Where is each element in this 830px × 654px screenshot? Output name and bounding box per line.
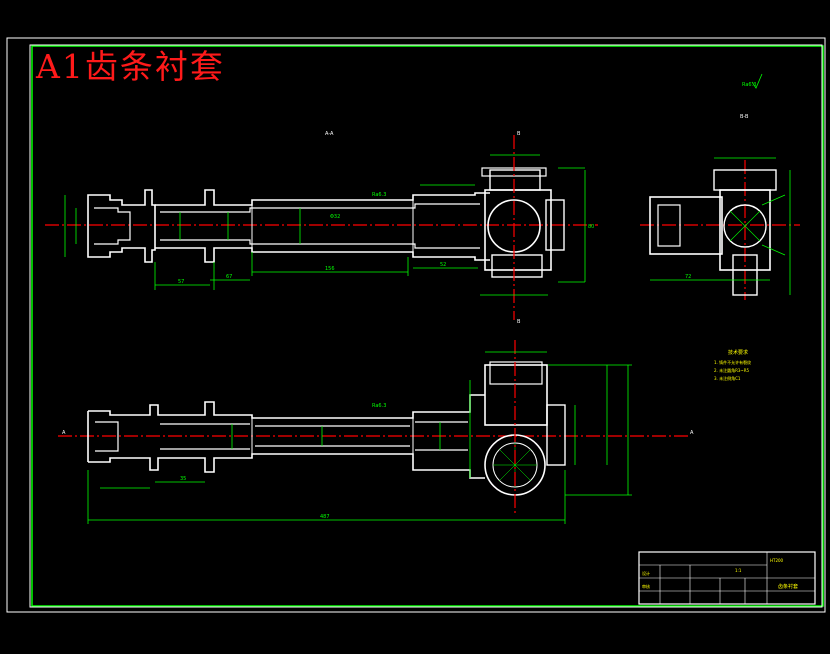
tech-note-1: 1. 铸件不允许有裂纹 (714, 359, 751, 365)
front-view: A A (58, 340, 694, 524)
front-tee-upper (484, 364, 548, 426)
dim-width-top: 80 (588, 224, 594, 230)
general-roughness: Ra6.3 (742, 73, 763, 89)
title-block-designer: 设计 (642, 570, 650, 576)
view-label-aa: A-A (325, 131, 334, 137)
technical-notes: 技术要求 1. 铸件不允许有裂纹 2. 未注圆角R3~R5 3. 未注倒角C1 (714, 349, 751, 381)
tech-note-3: 3. 未注倒角C1 (714, 375, 741, 381)
inner-frame-white (29, 44, 823, 608)
tech-notes-heading: 技术要求 (728, 349, 748, 356)
dim-d4: 52 (440, 262, 446, 268)
section-view-bb: B-B 72 (640, 114, 800, 300)
cut-label-b-bottom: B (517, 319, 521, 325)
tube-body-aa (155, 189, 490, 263)
dim-d5: 35 (180, 476, 186, 482)
tee-housing-aa (484, 189, 552, 271)
cut-label-a-left: A (62, 430, 66, 436)
cut-label-b-top: B (517, 131, 521, 137)
tube-bore-aa (160, 203, 480, 249)
inner-frame (31, 45, 824, 607)
dim-overall-length: 487 (320, 514, 330, 520)
side-tube (649, 196, 723, 255)
roughness-label-corner: Ra6.3 (742, 82, 756, 88)
title-block-material: HT200 (770, 558, 784, 563)
title-block: 齿条衬套 HT200 1:1 设计 审核 (638, 551, 816, 605)
title-block-scale: 1:1 (735, 568, 742, 573)
left-end-outline (87, 189, 156, 263)
section-view-aa: A-A B B (45, 131, 598, 325)
dim-d3: 156 (325, 266, 335, 272)
dim-d6: Φ32 (330, 214, 340, 220)
roughness-mark-aa: Ra6.3 (372, 192, 386, 198)
dim-d2: 67 (226, 274, 232, 280)
view-label-bb: B-B (740, 114, 749, 120)
cut-label-a-right: A (690, 430, 694, 436)
outer-border (6, 37, 826, 613)
tech-note-2: 2. 未注圆角R3~R5 (714, 367, 750, 373)
roughness-mark-front: Ra6.3 (372, 403, 386, 409)
dim-width-side: 72 (685, 274, 691, 280)
left-bore (94, 207, 131, 245)
drawing-title: A1齿条衬套 (36, 47, 225, 86)
title-block-part-name: 齿条衬套 (778, 583, 798, 590)
title-block-checker: 审核 (642, 583, 650, 589)
side-bore-circle (723, 204, 767, 248)
front-left-end (88, 394, 485, 479)
dim-d1: 57 (178, 279, 184, 285)
